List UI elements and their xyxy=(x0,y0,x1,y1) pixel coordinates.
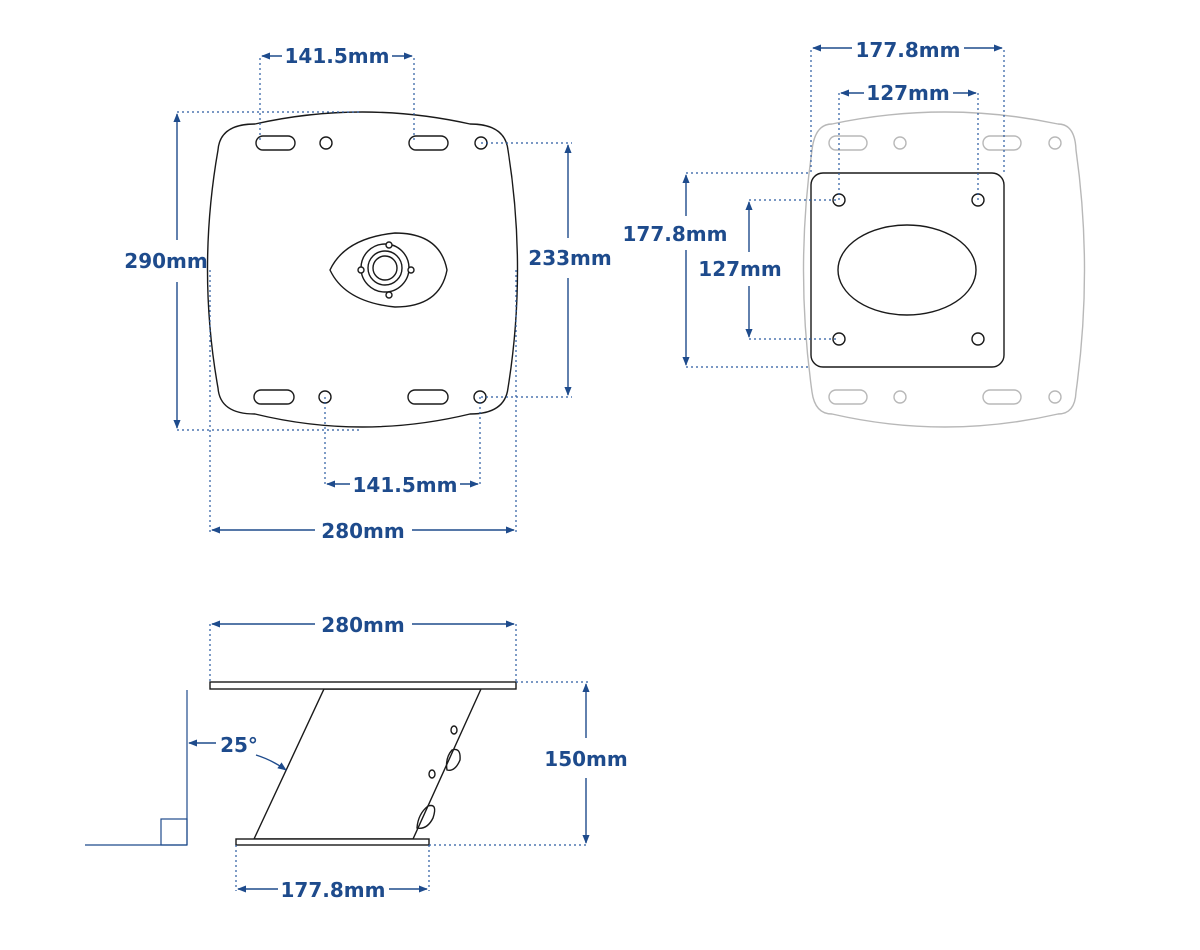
overall-width-label: 280mm xyxy=(321,519,404,543)
side-top-width-label: 280mm xyxy=(321,613,404,637)
side-view-mount xyxy=(85,681,517,846)
side-height-label: 150mm xyxy=(544,747,627,771)
side-view-dimension-lines xyxy=(188,620,590,893)
top-view-plate xyxy=(206,111,519,428)
hole-row-spacing-label: 233mm xyxy=(528,246,611,270)
hole-top-left xyxy=(319,136,333,150)
base-width-label: 177.8mm xyxy=(281,878,386,902)
overall-height-label: 290mm xyxy=(124,249,207,273)
adapter-view-dimension-lines xyxy=(682,44,1003,366)
adapter-outer-height-label: 177.8mm xyxy=(623,222,728,246)
adapter-inner-height-label: 127mm xyxy=(698,257,781,281)
adapter-outer-width-label: 177.8mm xyxy=(856,38,961,62)
slot-bottom-left xyxy=(253,389,295,405)
adapter-view-extension-lines xyxy=(686,50,1005,368)
adapter-inner-width-label: 127mm xyxy=(866,81,949,105)
top-view-extension-lines xyxy=(177,58,572,532)
slot-bottom-right xyxy=(407,389,449,405)
slot-top-right xyxy=(408,135,449,151)
angle-label: 25° xyxy=(220,733,258,757)
top-hole-spacing-label: 141.5mm xyxy=(285,44,390,68)
top-view-dimension-lines xyxy=(173,52,572,534)
bottom-hole-spacing-label: 141.5mm xyxy=(353,473,458,497)
adapter-plate xyxy=(810,172,1005,368)
slot-top-left xyxy=(255,135,296,151)
side-view-extension-lines xyxy=(209,624,588,891)
